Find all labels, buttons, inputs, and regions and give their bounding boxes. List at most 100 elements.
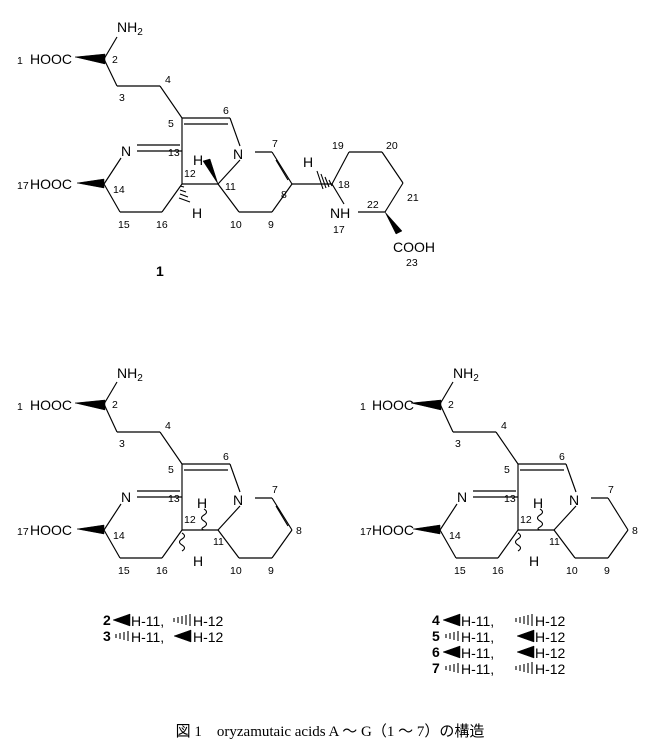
svg-text:1: 1 (17, 401, 23, 413)
hooc-label: HOOC (372, 522, 414, 538)
svg-text:16: 16 (156, 219, 168, 231)
nh-label: NH (330, 205, 350, 221)
nh2-label: NH2 (117, 19, 143, 38)
stereo-legend-left: 2 H-11, H-12 3 H-11, H-12 (103, 612, 224, 645)
svg-text:15: 15 (118, 565, 130, 577)
svg-text:2: 2 (103, 612, 111, 628)
imine-n-label: N (457, 489, 467, 505)
svg-text:H-12: H-12 (535, 661, 566, 677)
svg-text:3: 3 (119, 438, 125, 450)
svg-text:11: 11 (225, 181, 236, 193)
legend-row: 4 H-11, H-12 (432, 612, 566, 629)
svg-text:H-11,: H-11, (131, 629, 164, 645)
svg-text:6: 6 (432, 644, 440, 660)
nh2-label: NH2 (453, 365, 479, 384)
svg-text:H-12: H-12 (535, 645, 566, 661)
hooc-label: HOOC (30, 522, 72, 538)
figure-caption: 図 1 oryzamutaic acids A ～ G（1 ～ 7）の構造 (176, 723, 485, 740)
svg-text:12: 12 (520, 514, 532, 526)
nh2-label: NH2 (117, 365, 143, 384)
svg-text:10: 10 (230, 219, 242, 231)
svg-text:9: 9 (604, 565, 610, 577)
svg-text:13: 13 (504, 493, 516, 505)
position-numbers: 1 2 3 4 5 6 7 8 9 10 11 12 13 14 15 16 1… (17, 54, 419, 269)
imine-n-label: N (121, 143, 131, 159)
svg-text:2: 2 (448, 399, 454, 411)
svg-text:17: 17 (17, 526, 29, 538)
svg-text:8: 8 (296, 525, 302, 537)
svg-text:H-12: H-12 (193, 629, 224, 645)
svg-text:2: 2 (112, 399, 118, 411)
svg-text:7: 7 (608, 484, 614, 496)
svg-text:13: 13 (168, 147, 180, 159)
svg-text:23: 23 (406, 257, 418, 269)
svg-text:11: 11 (549, 536, 560, 548)
svg-text:14: 14 (449, 530, 461, 542)
svg-text:H-11,: H-11, (131, 613, 164, 629)
structure-1: NH2 HOOC HOOC COOH N N NH H H H 1 2 3 4 … (17, 19, 435, 279)
h11-label: H (197, 495, 207, 511)
svg-text:11: 11 (213, 536, 224, 548)
legend-row: 2 H-11, H-12 (103, 612, 224, 629)
svg-text:14: 14 (113, 530, 125, 542)
svg-text:7: 7 (272, 484, 278, 496)
svg-text:4: 4 (165, 420, 171, 432)
svg-text:18: 18 (338, 179, 350, 191)
svg-text:17: 17 (360, 526, 372, 538)
svg-text:15: 15 (454, 565, 466, 577)
svg-text:10: 10 (230, 565, 242, 577)
svg-text:10: 10 (566, 565, 578, 577)
svg-text:15: 15 (118, 219, 130, 231)
svg-text:5: 5 (504, 464, 510, 476)
svg-text:6: 6 (223, 105, 229, 117)
svg-text:21: 21 (407, 192, 419, 204)
svg-text:17: 17 (17, 180, 29, 192)
svg-text:2: 2 (112, 54, 118, 66)
svg-text:4: 4 (165, 74, 171, 86)
svg-text:19: 19 (332, 140, 344, 152)
svg-text:H-12: H-12 (193, 613, 224, 629)
structure-4-7: NH2 HOOC HOOC N N H H 1 2 3 4 5 6 7 8 9 … (360, 365, 638, 577)
legend-row: 6 H-11, H-12 (432, 644, 566, 661)
svg-text:3: 3 (103, 628, 111, 644)
svg-text:H-12: H-12 (535, 613, 566, 629)
compound-number: 1 (156, 263, 164, 279)
svg-text:7: 7 (432, 660, 440, 676)
h12-label: H (193, 553, 203, 569)
svg-text:6: 6 (223, 451, 229, 463)
hooc-label: HOOC (372, 397, 414, 413)
svg-text:5: 5 (432, 628, 440, 644)
svg-text:H-12: H-12 (535, 629, 566, 645)
ring-n-label: N (233, 492, 243, 508)
svg-text:3: 3 (455, 438, 461, 450)
svg-text:8: 8 (281, 189, 287, 201)
structure-2-3: NH2 HOOC HOOC N N H H 1 2 3 4 5 6 7 8 9 … (17, 365, 302, 577)
svg-text:H-11,: H-11, (461, 661, 494, 677)
svg-text:12: 12 (184, 168, 196, 180)
hooc-label: HOOC (30, 397, 72, 413)
cooh-label: COOH (393, 239, 435, 255)
ring-n-label: N (233, 146, 243, 162)
h11-label: H (533, 495, 543, 511)
svg-text:9: 9 (268, 565, 274, 577)
svg-text:1: 1 (17, 55, 23, 67)
hooc-label: HOOC (30, 176, 72, 192)
svg-text:1: 1 (360, 401, 366, 413)
svg-text:3: 3 (119, 92, 125, 104)
svg-text:H-11,: H-11, (461, 645, 494, 661)
h18-label: H (303, 154, 313, 170)
svg-text:H-11,: H-11, (461, 629, 494, 645)
legend-row: 7 H-11, H-12 (432, 660, 566, 677)
ring-n-label: N (569, 492, 579, 508)
svg-text:22: 22 (367, 199, 379, 211)
h12-label: H (529, 553, 539, 569)
svg-text:16: 16 (156, 565, 168, 577)
svg-text:9: 9 (268, 219, 274, 231)
hooc-label: HOOC (30, 51, 72, 67)
svg-text:14: 14 (113, 184, 125, 196)
svg-text:20: 20 (386, 140, 398, 152)
legend-row: 3 H-11, H-12 (103, 628, 224, 645)
h12-label: H (192, 205, 202, 221)
svg-text:7: 7 (272, 138, 278, 150)
svg-text:5: 5 (168, 464, 174, 476)
